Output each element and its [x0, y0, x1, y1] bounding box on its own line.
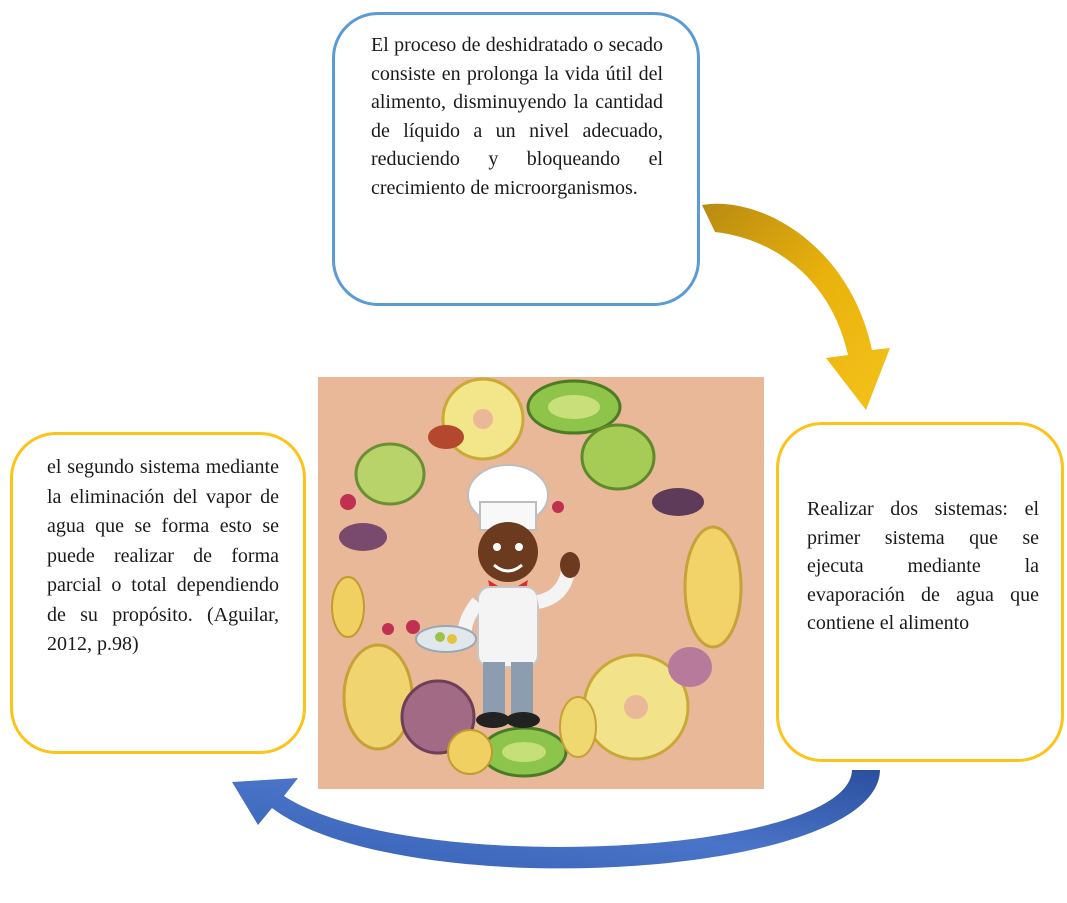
second-system-text: el segundo sistema mediante la eliminaci… — [47, 456, 279, 655]
process-description-box: El proceso de deshidratado o secado cons… — [332, 12, 700, 306]
first-system-text: Realizar dos sistemas: el primer sistema… — [807, 498, 1039, 634]
second-system-box: el segundo sistema mediante la eliminaci… — [10, 432, 306, 754]
chef-figure-icon — [415, 464, 580, 728]
process-description-text: El proceso de deshidratado o secado cons… — [371, 34, 663, 199]
chef-illustration-icon — [318, 377, 764, 789]
first-system-box: Realizar dos sistemas: el primer sistema… — [776, 422, 1064, 762]
dried-fruit-ring-icon — [331, 377, 743, 778]
